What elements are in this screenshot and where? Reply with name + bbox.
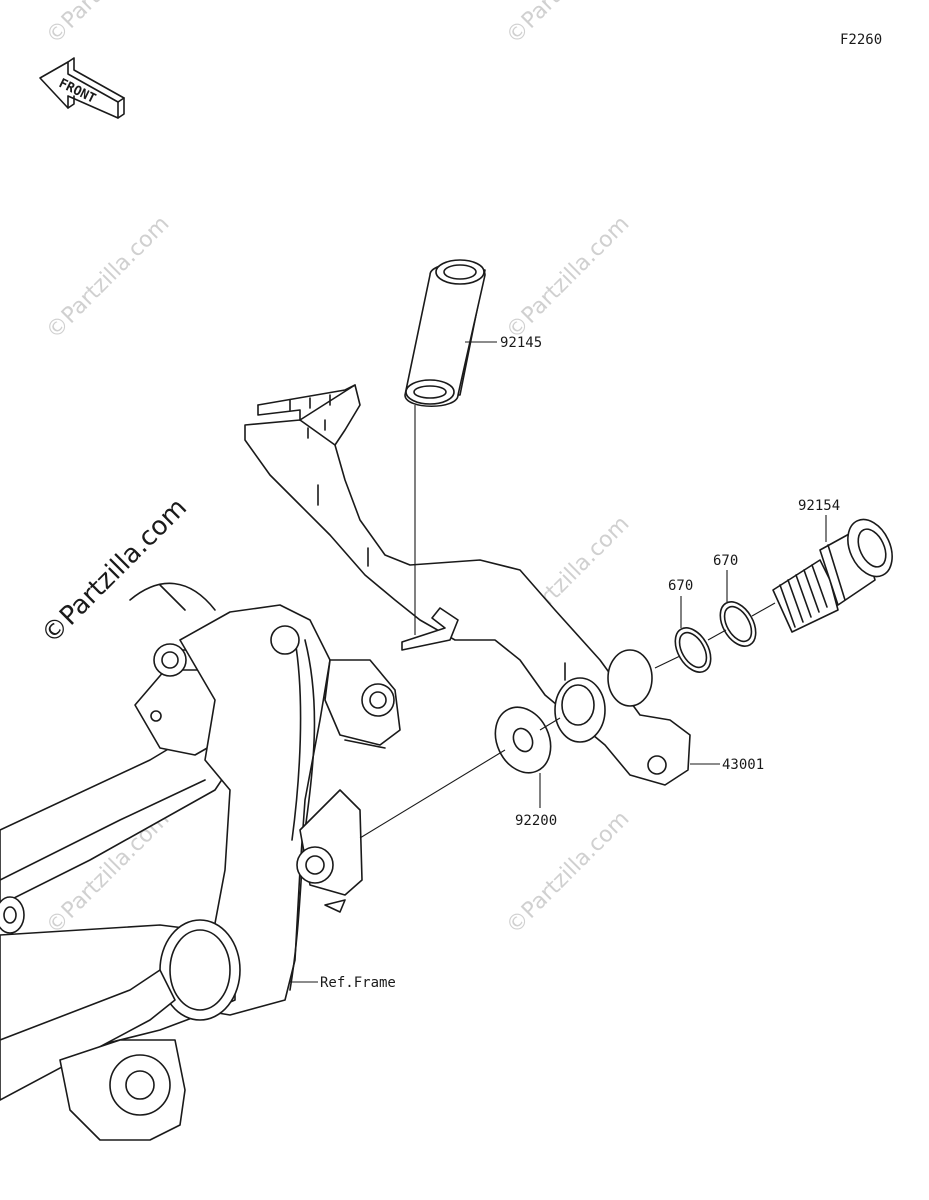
leader-lines <box>290 341 827 983</box>
assembly-axis <box>751 602 776 617</box>
front-arrow-icon: FRONT <box>39 57 125 119</box>
spring-part <box>404 259 486 635</box>
o-ring-inner-part <box>719 601 757 647</box>
part-number-washer: 92200 <box>515 813 557 829</box>
watermark: ©Partzilla.com <box>42 0 175 49</box>
washer-part <box>494 706 552 774</box>
watermark: ©Partzilla.com <box>42 211 175 344</box>
frame-part <box>0 582 401 1141</box>
diagram-code: F2260 <box>840 32 882 48</box>
assembly-axis <box>539 717 561 731</box>
watermark: ©Partzilla.com <box>502 211 635 344</box>
assembly-axis <box>359 749 506 839</box>
part-number-frame: Ref.Frame <box>320 975 396 991</box>
assembly-axis <box>654 655 681 669</box>
part-number-spring: 92145 <box>500 335 542 351</box>
part-number-pivot-bolt: 92154 <box>798 498 840 514</box>
assembly-axis <box>707 629 727 641</box>
pivot-bolt-part <box>772 518 893 633</box>
part-number-o-ring-outer: 670 <box>668 578 693 594</box>
watermark: ©Partzilla.com <box>502 0 635 49</box>
brake-pedal-part <box>244 384 691 786</box>
part-number-o-ring-inner: 670 <box>713 553 738 569</box>
o-ring-outer-part <box>674 627 712 673</box>
watermark: ©Partzilla.com <box>36 493 193 650</box>
part-number-brake-pedal: 43001 <box>722 757 764 773</box>
